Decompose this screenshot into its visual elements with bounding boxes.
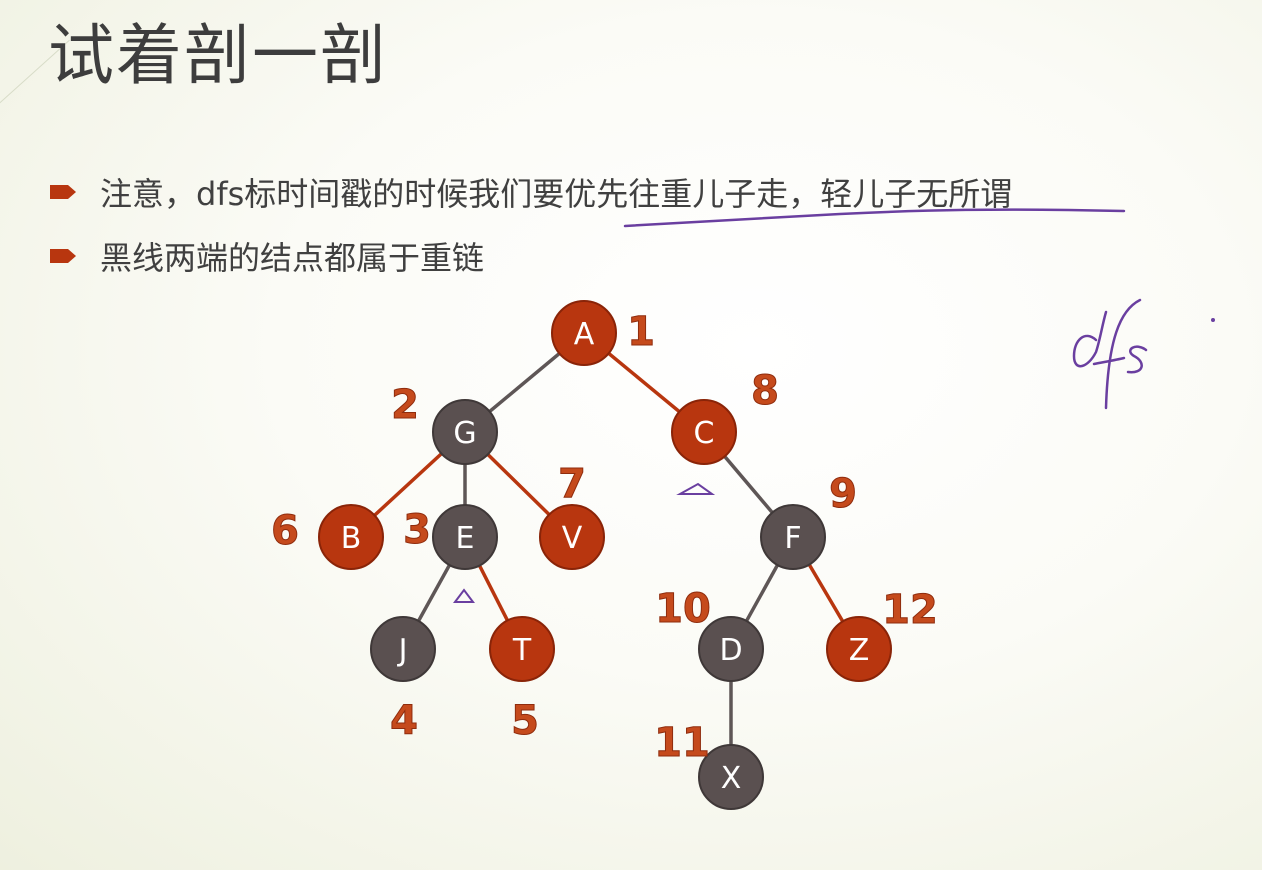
tree-node-C: C: [671, 399, 737, 465]
node-circle-A: [551, 300, 617, 366]
dfs-order-label-E: 3: [403, 507, 431, 553]
dfs-order-label-B: 6: [271, 508, 299, 554]
handwritten-dfs-mark: [1072, 298, 1148, 410]
node-label-C: C: [694, 416, 715, 451]
node-circle-J: [370, 616, 436, 682]
node-label-F: F: [784, 521, 801, 556]
node-circle-C: [671, 399, 737, 465]
tree-node-V: V: [539, 504, 605, 570]
node-label-D: D: [719, 633, 742, 668]
tree-node-T: T: [489, 616, 555, 682]
node-circle-B: [318, 504, 384, 570]
node-label-V: V: [562, 521, 583, 556]
node-circle-F: [760, 504, 826, 570]
tree-node-A: A: [551, 300, 617, 366]
tree-node-D: D: [698, 616, 764, 682]
bullet-text-1: 注意，dfs标时间戳的时候我们要优先往重儿子走，轻儿子无所谓: [100, 175, 1013, 213]
bullet-arrow-icon: [50, 185, 76, 199]
bullet-list: 注意，dfs标时间戳的时候我们要优先往重儿子走，轻儿子无所谓 黑线两端的结点都属…: [50, 160, 1012, 288]
tree-node-J: J: [370, 616, 436, 682]
node-circle-T: [489, 616, 555, 682]
dfs-order-label-D: 10: [655, 586, 711, 632]
node-label-E: E: [456, 521, 475, 556]
node-circle-V: [539, 504, 605, 570]
tree-node-E: E: [432, 504, 498, 570]
dfs-order-label-G: 2: [391, 382, 419, 428]
dfs-order-label-T: 5: [511, 698, 539, 744]
slide-title: 试着剖一剖: [48, 17, 388, 94]
dfs-order-label-X: 11: [654, 720, 710, 766]
dfs-order-label-J: 4: [390, 698, 418, 744]
triangle-mark-c: [676, 482, 716, 495]
node-circle-D: [698, 616, 764, 682]
bullet-item-2: 黑线两端的结点都属于重链: [50, 224, 1012, 288]
tree-node-F: F: [760, 504, 826, 570]
dfs-order-label-C: 8: [751, 368, 779, 414]
node-label-G: G: [453, 416, 476, 451]
handwritten-dot: [1211, 318, 1215, 322]
tree-node-X: X: [698, 744, 764, 810]
node-label-B: B: [341, 521, 362, 556]
tree-node-G: G: [432, 399, 498, 465]
node-label-T: T: [512, 633, 532, 668]
triangle-mark-e: [453, 588, 475, 603]
bullet-arrow-icon: [50, 249, 76, 263]
dfs-order-label-V: 7: [558, 461, 586, 507]
node-circle-E: [432, 504, 498, 570]
node-circle-Z: [826, 616, 892, 682]
tree-node-B: B: [318, 504, 384, 570]
node-circle-X: [698, 744, 764, 810]
node-label-A: A: [574, 317, 595, 352]
node-label-X: X: [721, 761, 742, 796]
node-label-Z: Z: [849, 633, 870, 668]
handwritten-underline: [623, 208, 1126, 228]
node-circle-G: [432, 399, 498, 465]
dfs-order-label-F: 9: [829, 471, 857, 517]
nodes-layer: A G C B E V F J T D Z X: [318, 300, 892, 810]
node-label-J: J: [397, 633, 408, 668]
bullet-item-1: 注意，dfs标时间戳的时候我们要优先往重儿子走，轻儿子无所谓: [50, 160, 1012, 224]
dfs-order-label-A: 1: [627, 309, 655, 355]
bullet-text-2: 黑线两端的结点都属于重链: [100, 239, 485, 277]
dfs-order-label-Z: 12: [882, 587, 938, 633]
tree-node-Z: Z: [826, 616, 892, 682]
